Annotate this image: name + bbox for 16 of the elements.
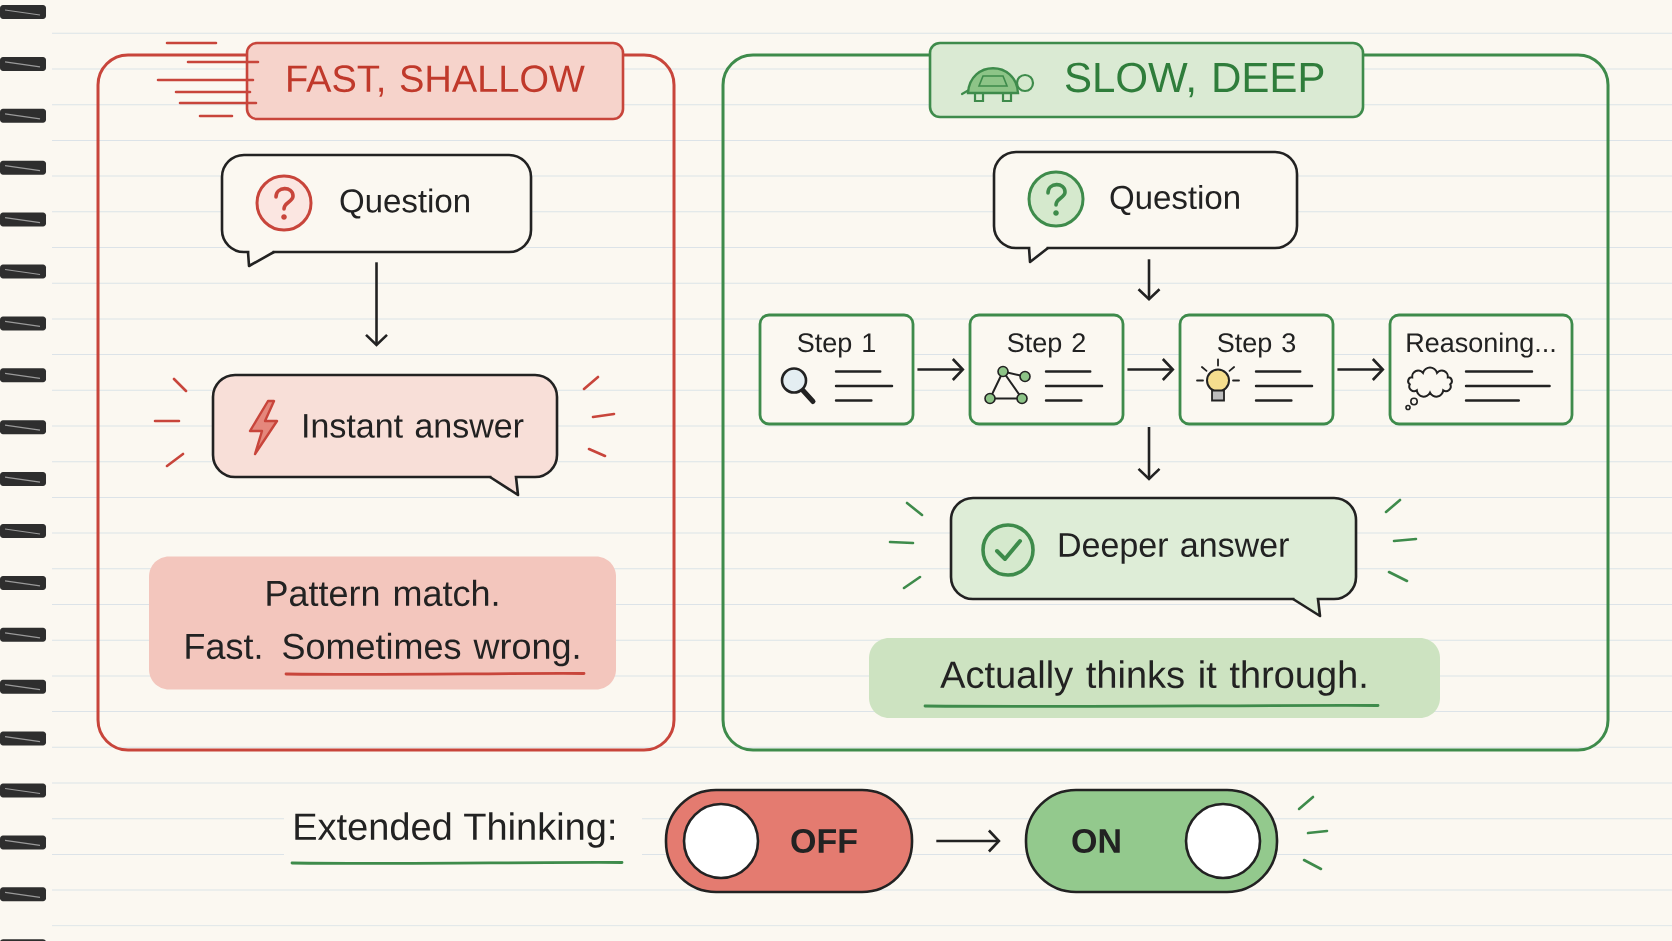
arrow — [917, 358, 965, 381]
arrow — [1137, 259, 1161, 301]
highlighted-text: Actually thinks it through. — [869, 638, 1440, 718]
highlighted-text: Pattern match. Fast. Sometimes wrong. — [149, 556, 616, 690]
step-box: Reasoning... — [1388, 313, 1574, 426]
label: Extended Thinking: — [295, 812, 614, 848]
heading-tab: FAST, SHALLOW — [245, 41, 625, 121]
arrow — [1137, 427, 1161, 481]
step-box: Step 1 — [758, 313, 915, 426]
arrow — [365, 262, 388, 347]
heading-tab: SLOW, DEEP — [928, 41, 1365, 119]
step-box: Step 3 — [1178, 313, 1335, 426]
arrow — [936, 829, 1001, 853]
arrow — [1337, 358, 1385, 381]
arrow — [1127, 358, 1175, 381]
step-box: Step 2 — [968, 313, 1125, 426]
